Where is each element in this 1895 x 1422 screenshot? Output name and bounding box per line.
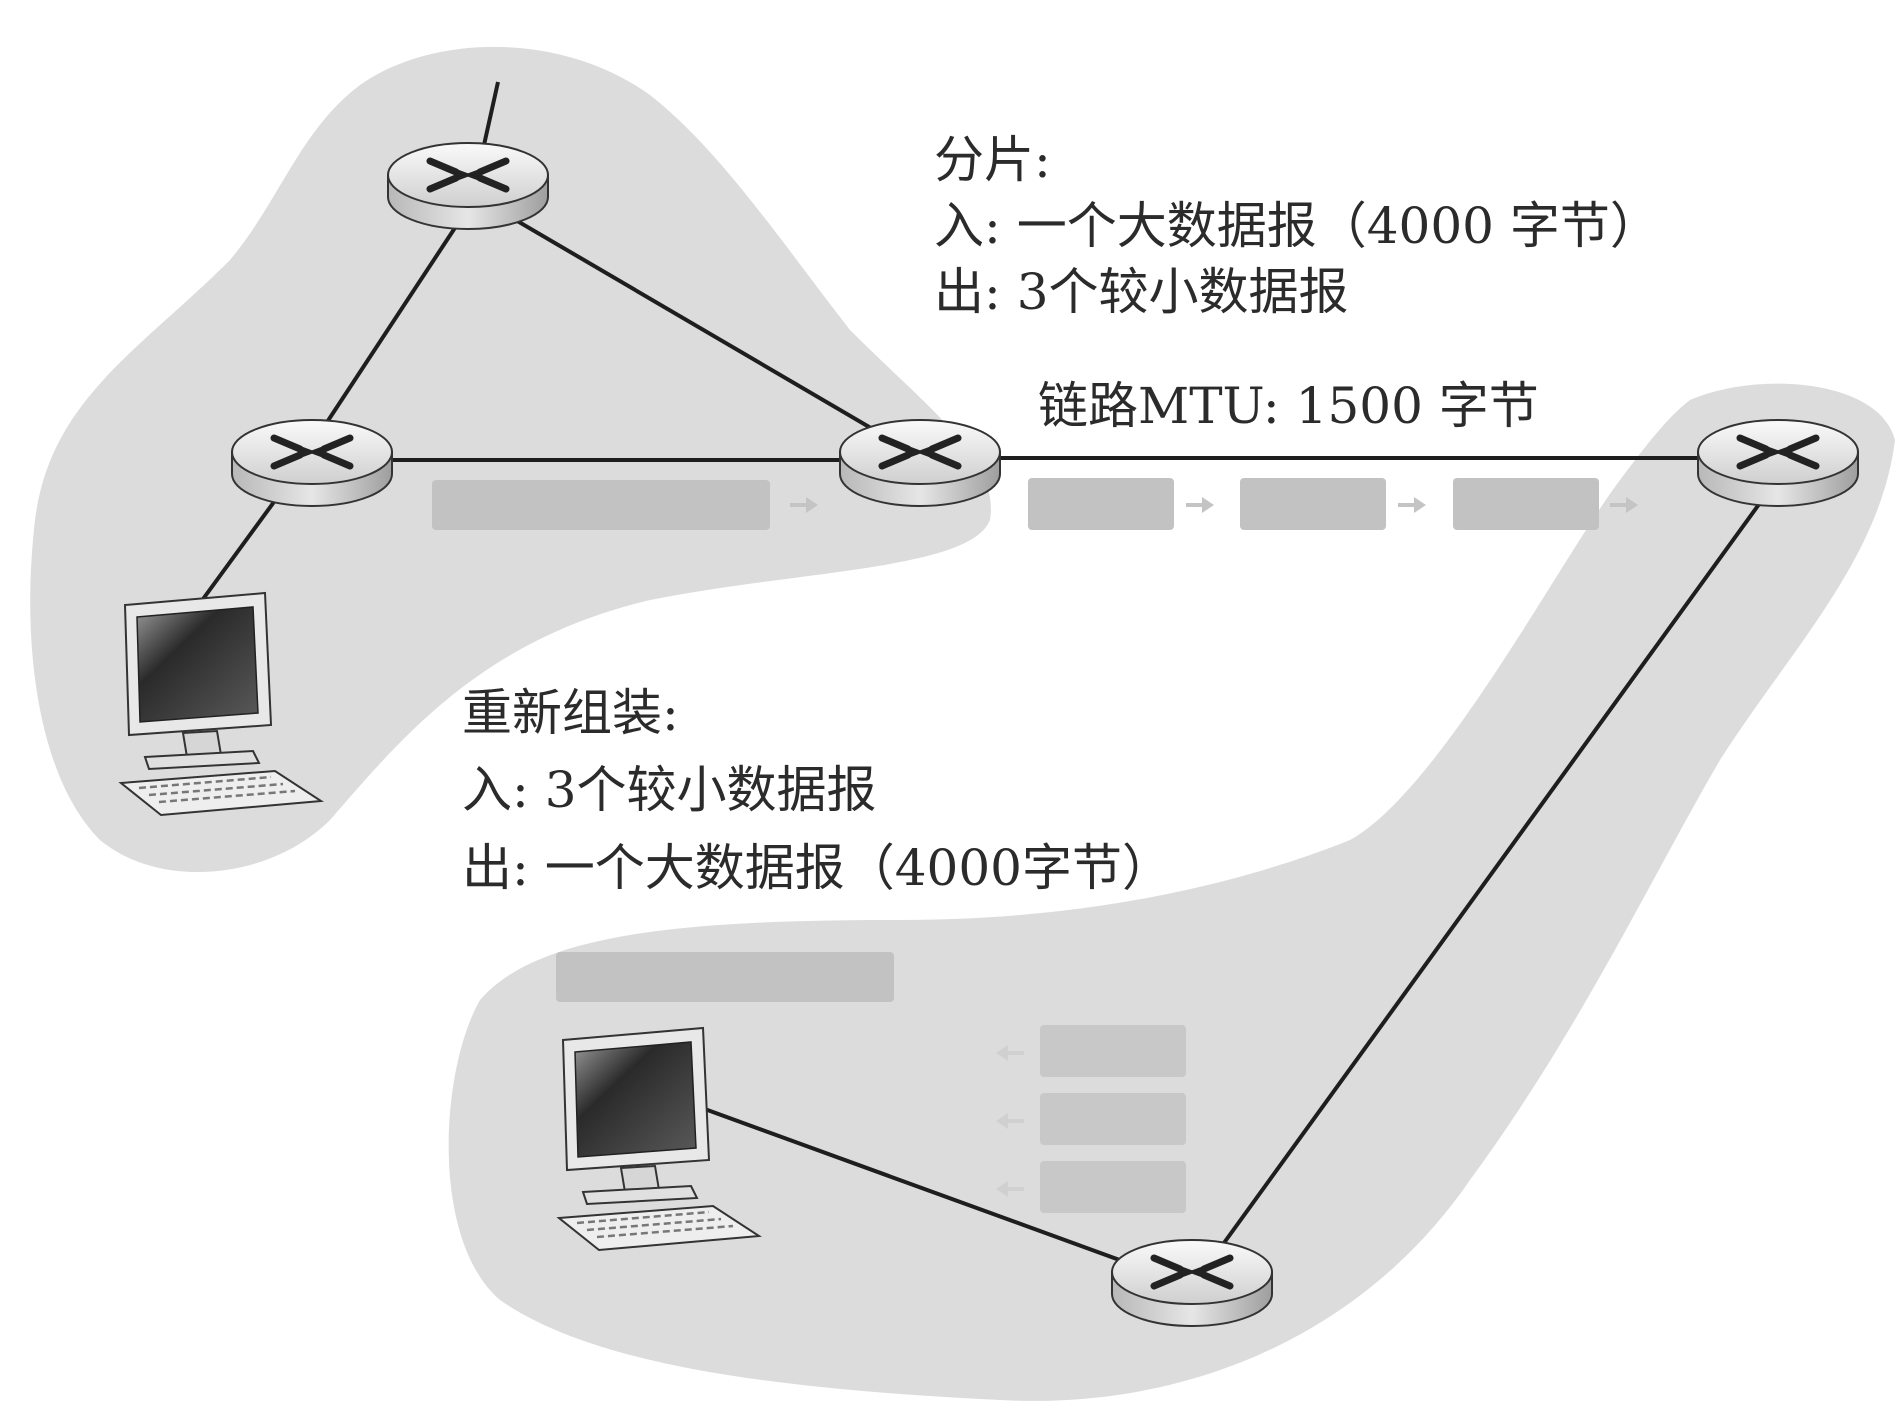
- router-icon: [232, 420, 392, 506]
- reassembly-out-line: 出: 一个大数据报（4000字节）: [462, 839, 1172, 897]
- network-links: [193, 81, 1785, 1284]
- large-datagram-reassembled: [556, 952, 894, 1002]
- arrived-fragment-1: [1040, 1025, 1186, 1077]
- arrow-right-icon: [1396, 495, 1428, 515]
- arrow-right-icon: [1184, 495, 1216, 515]
- link-mtu-label: 链路MTU: 1500 字节: [1038, 377, 1539, 435]
- router-icon: [1698, 420, 1858, 506]
- datagrams: [432, 478, 1640, 1213]
- large-datagram-original: [432, 480, 770, 530]
- router-icon: [1112, 1240, 1272, 1326]
- link-right-bottom: [1206, 476, 1780, 1267]
- reassembly-in-line: 入: 3个较小数据报: [462, 761, 877, 819]
- fragmentation-out-line: 出: 3个较小数据报: [934, 263, 1349, 321]
- reassembly-title: 重新组装:: [462, 684, 679, 742]
- link-top-left: [308, 203, 472, 450]
- arrived-fragment-3: [1040, 1161, 1186, 1213]
- router-icon: [840, 420, 1000, 506]
- link-top-right: [488, 203, 907, 450]
- fragment-1: [1028, 478, 1174, 530]
- fragmentation-in-line: 入: 一个大数据报（4000 字节）: [934, 197, 1660, 255]
- fragmentation-title: 分片:: [934, 131, 1051, 189]
- fragment-2: [1240, 478, 1386, 530]
- arrived-fragment-2: [1040, 1093, 1186, 1145]
- router-icon: [388, 143, 548, 229]
- link-bottom-host: [679, 1098, 1181, 1284]
- fragment-3: [1453, 478, 1599, 530]
